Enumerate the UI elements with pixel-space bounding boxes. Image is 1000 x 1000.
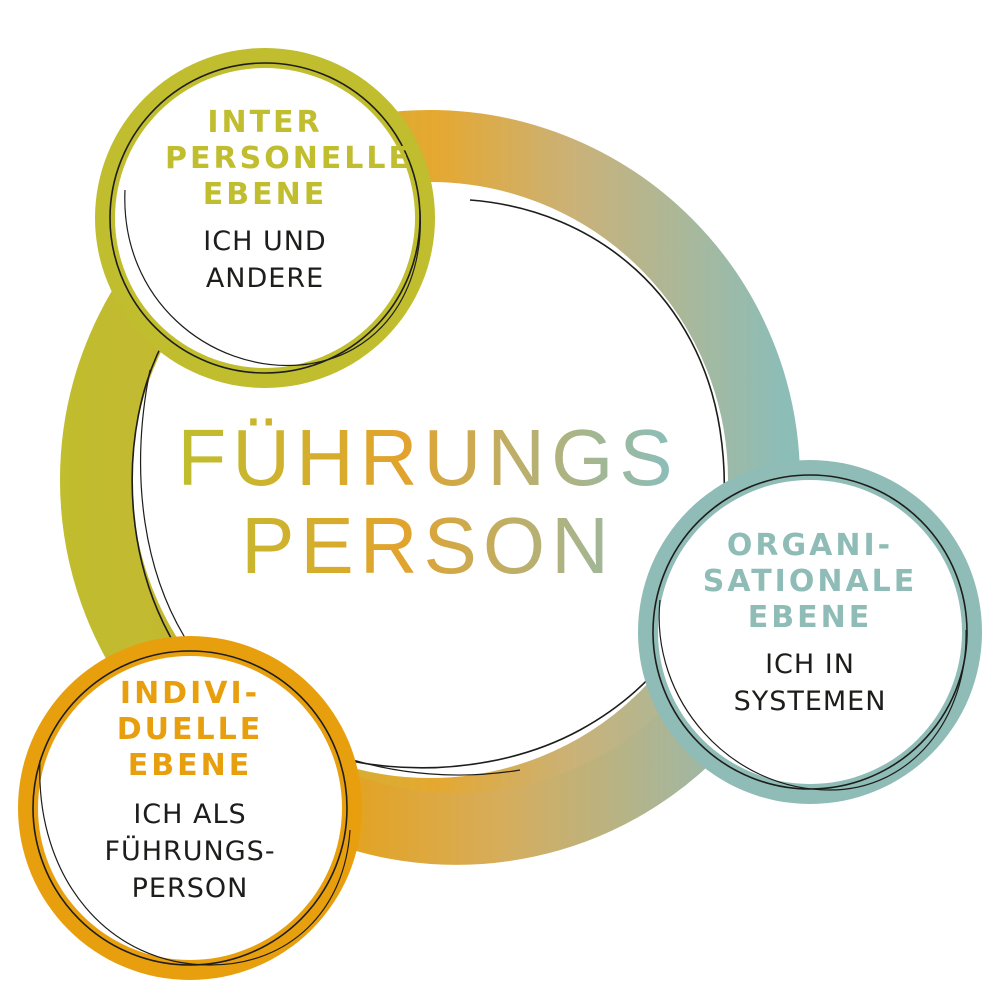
organisational-label: ORGANI- SATIONALE EBENE ICH IN SYSTEMEN: [700, 528, 920, 720]
interpersonal-circle: [95, 48, 435, 388]
individual-circle: [18, 636, 362, 980]
organisational-heading-line: SATIONALE: [702, 564, 918, 599]
organisational-circle: [638, 460, 982, 804]
individual-heading-line: INDIVI-: [119, 676, 261, 711]
individual-subtext-line: PERSON: [131, 873, 249, 904]
interpersonal-label: INTER PERSONELLE EBENE ICH UND ANDERE: [165, 105, 413, 297]
interpersonal-subtext-line: ICH UND: [203, 226, 327, 257]
center-title-line2: PERSON: [241, 501, 615, 590]
individual-subtext-line: ICH ALS: [133, 799, 247, 830]
organisational-subtext-line: ICH IN: [765, 649, 855, 680]
individual-subtext-line: FÜHRUNGS-: [104, 836, 276, 867]
interpersonal-heading: INTER PERSONELLE EBENE: [165, 105, 413, 213]
main-ring-sketch-line: [131, 199, 726, 769]
main-ring-band-bottom: [283, 677, 749, 865]
interpersonal-heading-line: PERSONELLE: [165, 141, 413, 176]
organisational-heading-line: ORGANI-: [726, 528, 894, 563]
organisational-subtext: ICH IN SYSTEMEN: [700, 646, 920, 720]
interpersonal-heading-line: EBENE: [202, 177, 328, 212]
individual-heading-line: DUELLE: [116, 712, 264, 747]
interpersonal-subtext-line: ANDERE: [205, 263, 325, 294]
organisational-heading: ORGANI- SATIONALE EBENE: [700, 528, 920, 636]
interpersonal-subtext: ICH UND ANDERE: [165, 223, 365, 297]
interpersonal-heading-line: INTER: [207, 105, 323, 140]
individual-subtext: ICH ALS FÜHRUNGS- PERSON: [90, 796, 290, 907]
center-title-line1: FÜHRUNGS: [177, 413, 678, 502]
individual-heading-line: EBENE: [127, 748, 253, 783]
individual-label: INDIVI- DUELLE EBENE ICH ALS FÜHRUNGS- P…: [90, 676, 290, 907]
individual-heading: INDIVI- DUELLE EBENE: [90, 676, 290, 784]
organisational-heading-line: EBENE: [747, 600, 873, 635]
organisational-subtext-line: SYSTEMEN: [733, 686, 887, 717]
